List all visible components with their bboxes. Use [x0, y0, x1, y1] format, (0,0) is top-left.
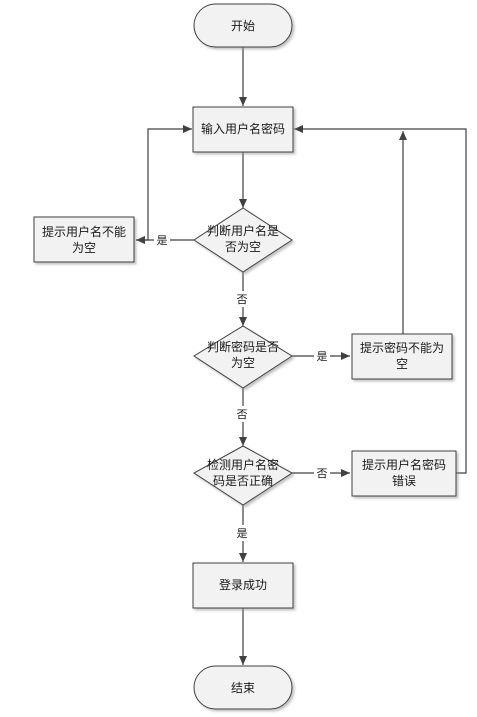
node-tip-wrong: 提示用户名密码 错误	[351, 450, 457, 497]
edge-label-user-yes: 是	[157, 234, 168, 247]
node-start: 开始	[193, 3, 293, 48]
edge-tip-user-back-to-input	[136, 125, 192, 241]
edge-label-user-no: 否	[237, 293, 248, 306]
node-check-user-line1: 判断用户名是	[207, 223, 279, 238]
node-tip-pwd-line1: 提示密码不能为	[360, 340, 444, 355]
node-tip-pwd-line2: 空	[396, 357, 408, 371]
edge-label-verify-yes: 是	[237, 527, 248, 540]
edge-tip-wrong-back-to-input	[294, 125, 467, 474]
edge-labels: 是 否 是 否 否 是	[154, 232, 330, 541]
node-verify-line1: 检测用户名密	[207, 457, 279, 472]
edge-label-pwd-yes: 是	[317, 350, 328, 363]
node-check-pwd-line1: 判断密码是否	[207, 339, 279, 354]
node-end: 结束	[193, 665, 293, 710]
node-check-user-line2: 否为空	[225, 240, 261, 254]
node-verify: 检测用户名密 码是否正确	[193, 445, 293, 506]
node-verify-line2: 码是否正确	[213, 474, 273, 488]
node-start-label: 开始	[231, 19, 255, 33]
node-check-pwd: 判断密码是否 为空	[193, 325, 293, 389]
node-tip-user-line2: 为空	[72, 241, 96, 255]
node-end-label: 结束	[231, 681, 255, 695]
node-success: 登录成功	[192, 562, 294, 609]
node-check-pwd-line2: 为空	[231, 356, 255, 370]
node-tip-wrong-line2: 错误	[392, 474, 416, 488]
node-tip-wrong-line1: 提示用户名密码	[362, 457, 446, 472]
edge-label-pwd-no: 否	[237, 408, 248, 421]
edge-label-verify-no: 否	[317, 467, 328, 480]
node-input-label: 输入用户名密码	[201, 121, 285, 136]
node-success-label: 登录成功	[219, 577, 267, 592]
node-tip-user-line1: 提示用户名不能	[42, 224, 126, 239]
node-check-user: 判断用户名是 否为空	[193, 207, 293, 273]
node-tip-user: 提示用户名不能 为空	[33, 216, 135, 263]
node-tip-pwd: 提示密码不能为 空	[351, 333, 453, 380]
node-input: 输入用户名密码	[192, 106, 294, 153]
